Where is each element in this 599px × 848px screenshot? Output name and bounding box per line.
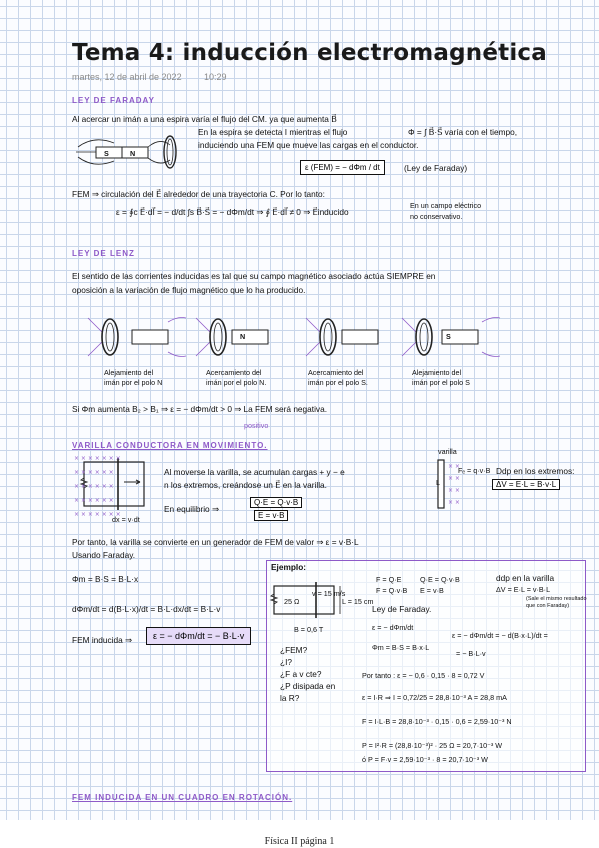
ejemplo-r: 25 Ω bbox=[284, 597, 300, 606]
svg-text:× × × × × × ×: × × × × × × × bbox=[74, 455, 121, 462]
svg-text:× ×: × × bbox=[448, 487, 460, 494]
ejemplo-q2: ¿I? bbox=[280, 657, 292, 667]
ejemplo-q5: la R? bbox=[280, 693, 300, 703]
lenz-text-1: El sentido de las corrientes inducidas e… bbox=[72, 271, 436, 281]
ejemplo-q4: ¿P disipada en bbox=[280, 681, 336, 691]
varilla-force-diagram: × × × × × × × × bbox=[437, 459, 460, 509]
ejemplo-ddp4: que con Faraday) bbox=[526, 603, 570, 609]
lenz-pole-s: S bbox=[446, 332, 451, 341]
faraday-line3: induciendo una FEM que mueve las cargas … bbox=[198, 140, 419, 150]
ddp-extremos-1: Ddp en los extremos: bbox=[496, 466, 575, 476]
varilla-equilibrio: En equilibrio ⇒ bbox=[164, 504, 219, 514]
svg-text:× ×: × × bbox=[448, 499, 460, 506]
svg-text:× × × × × ×: × × × × × × bbox=[74, 483, 114, 490]
lenz-rule: Si Φm aumenta B₂ > B₁ ⇒ ε = − dΦm/dt > 0… bbox=[72, 404, 327, 414]
ejemplo-r4: P = I²·R = (28,8·10⁻³)² · 25 Ω = 20,7·10… bbox=[362, 741, 503, 750]
ejemplo-e1: ε = − dΦm/dt bbox=[372, 623, 414, 632]
varilla-l-label: L bbox=[436, 478, 440, 487]
varilla-text-1: Al moverse la varilla, se acumulan carga… bbox=[164, 467, 345, 477]
varilla-force: Fₑ = q·v·B bbox=[458, 466, 491, 475]
equilibrio-box-2: E = v·B bbox=[254, 510, 289, 521]
ejemplo-heading: Ejemplo: bbox=[271, 562, 307, 572]
ejemplo-ddp2: ΔV = E·L = v·B·L bbox=[496, 585, 551, 594]
varilla-dx: dx = v·dt bbox=[112, 515, 140, 524]
ejemplo-e4: = − B·L·v bbox=[456, 649, 486, 658]
page-title: Tema 4: inducción electromagnética bbox=[72, 40, 547, 66]
fem-note-1: En un campo eléctrico bbox=[410, 201, 482, 210]
svg-text:× × × × × × ×: × × × × × × × bbox=[74, 511, 121, 518]
ejemplo-e3: ε = − dΦm/dt = − d(B·x·L)/dt = bbox=[452, 631, 548, 640]
lenz-text-2: oposición a la variación de flujo magnét… bbox=[72, 285, 306, 295]
varilla-circuit-diagram: × × × × × × × × × × × × × × × × × × × × … bbox=[74, 455, 145, 518]
page-date: martes, 12 de abril de 2022 bbox=[72, 72, 182, 82]
ejemplo-q1: ¿FEM? bbox=[280, 645, 308, 655]
lenz-caption-3a: Acercamiento del bbox=[308, 368, 364, 377]
svg-text:× ×: × × bbox=[448, 475, 460, 482]
ejemplo-ley: Ley de Faraday. bbox=[372, 604, 432, 614]
ejemplo-ddp3: (Sale el mismo resultado bbox=[526, 596, 587, 602]
ejemplo-box bbox=[266, 560, 586, 772]
fem-definition: FEM ⇒ circulación del E⃗ alrededor de un… bbox=[72, 189, 325, 199]
fem-inducida-box: ε = − dΦm/dt = − B·L·v bbox=[146, 627, 252, 645]
page-footer: Física II página 1 bbox=[264, 836, 335, 847]
ejemplo-f1: F = Q·E bbox=[376, 575, 402, 584]
generador-text-2: Usando Faraday. bbox=[72, 550, 136, 560]
ejemplo-r1: Por tanto : ε = − 0,6 · 0,15 · 8 = 0,72 … bbox=[362, 671, 485, 680]
magnet-n-label: N bbox=[130, 149, 136, 158]
lenz-caption-4a: Alejamiento del bbox=[412, 368, 462, 377]
fem-inducida-label: FEM inducida ⇒ bbox=[72, 635, 132, 645]
lenz-positivo: positivo bbox=[244, 421, 269, 430]
lenz-caption-2a: Acercamiento del bbox=[206, 368, 262, 377]
ejemplo-r5: ó P = F·v = 2,59·10⁻³ · 8 = 20,7·10⁻³ W bbox=[362, 755, 488, 764]
lenz-caption-3b: imán por el polo S. bbox=[308, 378, 368, 387]
lenz-caption-1b: imán por el polo N bbox=[104, 378, 163, 387]
faraday-law-box: ε (FEM) = − dΦm / dt bbox=[300, 160, 385, 175]
ejemplo-v: v = 15 m/s bbox=[312, 589, 346, 598]
fem-equation: ε = ∮c E⃗·dl⃗ = − d/dt ∫s B⃗·S⃗ = − dΦm/… bbox=[116, 207, 349, 217]
section-cuadro: FEM INDUCIDA EN UN CUADRO EN ROTACIÓN. bbox=[72, 793, 293, 802]
generador-phi: Φm = B·S = B·L·x bbox=[72, 574, 139, 584]
ejemplo-f4: E = v·B bbox=[420, 586, 444, 595]
equilibrio-box-1: Q·E = Q·v·B bbox=[250, 497, 303, 508]
ejemplo-ddp1: ddp en la varilla bbox=[496, 573, 555, 583]
varilla-text-2: n los extremos, creándose un E⃗ en la va… bbox=[164, 480, 327, 490]
lenz-caption-1a: Alejamiento del bbox=[104, 368, 154, 377]
ejemplo-l: L = 15 cm bbox=[342, 597, 374, 606]
section-varilla: VARILLA CONDUCTORA EN MOVIMIENTO. bbox=[72, 441, 268, 450]
lenz-caption-2b: imán por el polo N. bbox=[206, 378, 267, 387]
generador-derivada: dΦm/dt = d(B·L·x)/dt = B·L·dx/dt = B·L·v bbox=[72, 604, 221, 614]
notebook-page: Tema 4: inducción electromagnética marte… bbox=[0, 0, 599, 820]
ddp-extremos-box: ΔV = E·L = B·v·L bbox=[492, 479, 561, 490]
ejemplo-f2: F = Q·v·B bbox=[376, 586, 408, 595]
page-time: 10:29 bbox=[204, 72, 227, 82]
varilla-label: varilla bbox=[438, 447, 457, 456]
section-lenz: LEY DE LENZ bbox=[72, 249, 135, 258]
ejemplo-r2: ε = I·R ⇒ I = 0,72/25 = 28,8·10⁻³ A = 28… bbox=[362, 693, 507, 702]
lenz-diagram-1 bbox=[87, 317, 187, 357]
magnet-s-label: S bbox=[104, 149, 109, 158]
ejemplo-f3: Q·E = Q·v·B bbox=[420, 575, 460, 584]
lenz-pole-n: N bbox=[240, 332, 246, 341]
ejemplo-r3: F = I·L·B = 28,8·10⁻³ · 0,15 · 0,6 = 2,5… bbox=[362, 717, 512, 726]
ejemplo-circuit bbox=[269, 582, 341, 618]
faraday-law-name: (Ley de Faraday) bbox=[404, 163, 468, 173]
generador-text-1: Por tanto, la varilla se convierte en un… bbox=[72, 537, 359, 547]
ejemplo-e2: Φm = B·S = B·x·L bbox=[372, 643, 430, 652]
lenz-diagram-4 bbox=[401, 317, 501, 357]
svg-text:× × × × × ×: × × × × × × bbox=[74, 497, 114, 504]
ejemplo-b: B = 0,6 T bbox=[294, 625, 324, 634]
lenz-caption-4b: imán por el polo S bbox=[412, 378, 470, 387]
magnet-coil-diagram bbox=[76, 135, 177, 169]
lenz-diagram-2 bbox=[195, 317, 269, 357]
fem-note-2: no conservativo. bbox=[410, 212, 463, 221]
faraday-line1: Al acercar un imán a una espira varía el… bbox=[72, 114, 337, 124]
section-faraday: LEY DE FARADAY bbox=[72, 96, 155, 105]
svg-text:× ×: × × bbox=[448, 463, 460, 470]
ejemplo-q3: ¿F a v cte? bbox=[280, 669, 322, 679]
svg-text:× × × × × ×: × × × × × × bbox=[74, 469, 114, 476]
lenz-diagram-3 bbox=[305, 317, 379, 357]
faraday-flux: Φ = ∫ B⃗·S⃗ varía con el tiempo, bbox=[408, 127, 518, 137]
faraday-line2: En la espira se detecta I mientras el fl… bbox=[198, 127, 348, 137]
